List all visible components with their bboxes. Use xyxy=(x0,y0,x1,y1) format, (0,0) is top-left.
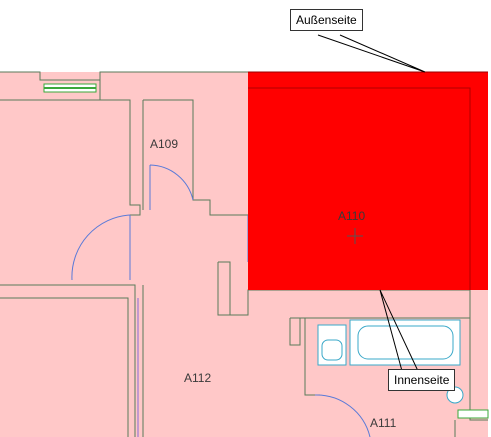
callout-outer-side: Außenseite xyxy=(290,9,363,31)
leader-outer xyxy=(317,34,426,73)
room-a110-selected[interactable] xyxy=(248,71,488,290)
bathroom-fixtures xyxy=(317,319,464,404)
room-label-a111: A111 xyxy=(370,416,397,430)
callout-leaders xyxy=(317,34,426,372)
door-swing-a112 xyxy=(71,214,131,281)
room-label-a109: A109 xyxy=(150,137,178,151)
crosshair-icon xyxy=(347,228,363,244)
toilet-bowl xyxy=(321,339,343,361)
leader-inner xyxy=(379,289,419,372)
wall-column-a xyxy=(100,99,141,216)
wall-right-edge xyxy=(469,290,488,421)
door-swing-a111 xyxy=(314,394,371,437)
wall-bathroom-west xyxy=(289,318,301,346)
room-a109-fill[interactable] xyxy=(143,100,193,210)
wall-south-west-inner xyxy=(0,297,129,437)
room-label-a110: A110 xyxy=(338,209,365,223)
bathtub-inner xyxy=(357,325,454,360)
wall-south-west-top xyxy=(0,284,136,437)
door-swing-a109 xyxy=(149,164,194,210)
bottom-right-marker xyxy=(457,409,489,419)
wall-north-west xyxy=(0,71,248,81)
wall-a109-left xyxy=(143,99,230,216)
room-label-a112: A112 xyxy=(184,371,211,385)
wall-corridor-left xyxy=(217,262,230,316)
window-north xyxy=(43,83,97,93)
callout-inner-side: Innenseite xyxy=(388,369,456,391)
